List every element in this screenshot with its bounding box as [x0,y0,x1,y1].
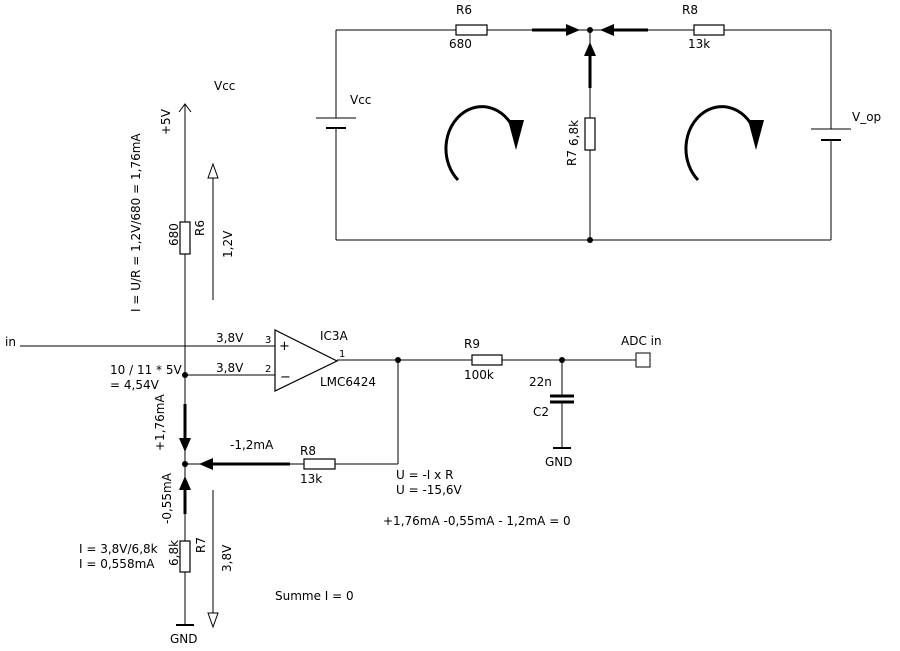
mesh-loop-arrow-left [444,105,518,182]
r7-value: 6,8k [167,540,181,566]
r6-current-formula: I = U/R = 1,2V/680 = 1,76mA [129,133,143,312]
vcc-arrow-icon [178,103,192,113]
main-circuit: Vcc +5V 680 R6 I = U/R = 1,2V/680 = 1,76… [5,79,662,646]
adc-in-label: ADC in [621,334,662,348]
in-label: in [5,335,16,349]
vop-battery-label: V_op [852,110,881,124]
r6-voltage: 1,2V [221,230,235,258]
vcc-battery-label: Vcc [350,93,371,107]
arrow-head [600,24,614,36]
r8-top-value: 13k [688,37,710,51]
r7-top-value: 6,8k [567,120,581,146]
current-sum-equation: +1,76mA -0,55mA - 1,2mA = 0 [383,514,571,528]
r6-name: R6 [193,220,207,236]
r9-resistor [471,354,503,366]
r8-name: R8 [300,444,316,458]
r8-top-resistor [693,24,725,36]
arrow-head [179,438,191,452]
arrow-head [508,120,524,150]
r8-value: 13k [300,472,322,486]
r8-top-name: R8 [682,3,698,17]
r6-top-resistor [455,24,488,36]
pin1-number: 1 [339,349,345,360]
c2-value: 22n [529,375,552,389]
divider-line1: 10 / 11 * 5V [110,363,182,377]
c2-gnd-label: GND [545,455,573,469]
r8-current: -1,2mA [230,438,274,452]
r6-resistor [179,221,191,255]
opamp-part: LMC6424 [320,375,376,389]
opamp-symbol [274,329,339,392]
mesh-loop-arrow-right [684,105,758,182]
pin3-voltage: 3,8V [216,331,244,345]
arrow-head [207,162,219,179]
divider-line2: = 4,54V [110,378,160,392]
c2-name: C2 [533,405,549,419]
r7-current-formula: I = 3,8V/6,8k [79,542,158,556]
r9-name: R9 [464,337,480,351]
junction-dot [587,27,593,33]
r6-top-name: R6 [456,3,472,17]
r7-current-result: I = 0,558mA [79,557,155,571]
junction-dot [182,372,188,378]
u-result: U = -15,6V [396,483,463,497]
r7-voltage: 3,8V [220,544,234,572]
r6-value: 680 [167,223,181,246]
r7-current: -0,55mA [160,472,174,524]
pin3-number: 3 [265,335,271,346]
arrow-head [566,24,580,36]
u-formula: U = -I x R [396,468,453,482]
arrow-head [207,612,219,629]
r9-value: 100k [464,368,494,382]
r6-top-value: 680 [449,37,472,51]
opamp-plus: + [279,339,290,354]
summe-label: Summe I = 0 [275,589,354,603]
arrow-head [748,120,764,150]
r6-current: +1,76mA [153,394,167,451]
r7-top-resistor [584,117,596,151]
r8-resistor [303,458,336,470]
r7-name: R7 [194,537,208,553]
arrow-head [179,476,191,490]
vcc-label: Vcc [214,79,235,93]
junction-dot [587,237,593,243]
opamp-name: IC3A [320,329,349,343]
pin2-voltage: 3,8V [216,361,244,375]
r7-resistor [179,540,191,573]
plus5v-label: +5V [159,108,173,135]
r7-top-name: R7 [565,150,579,166]
arrow-head [584,42,596,56]
top-mesh-circuit: R6 680 R8 13k 6,8k R7 Vcc V_op [316,3,881,243]
pin2-number: 2 [265,364,271,375]
opamp-minus: − [280,370,291,385]
arrow-head [199,458,213,470]
adc-in-pad [635,352,651,368]
gnd-label: GND [170,632,198,646]
